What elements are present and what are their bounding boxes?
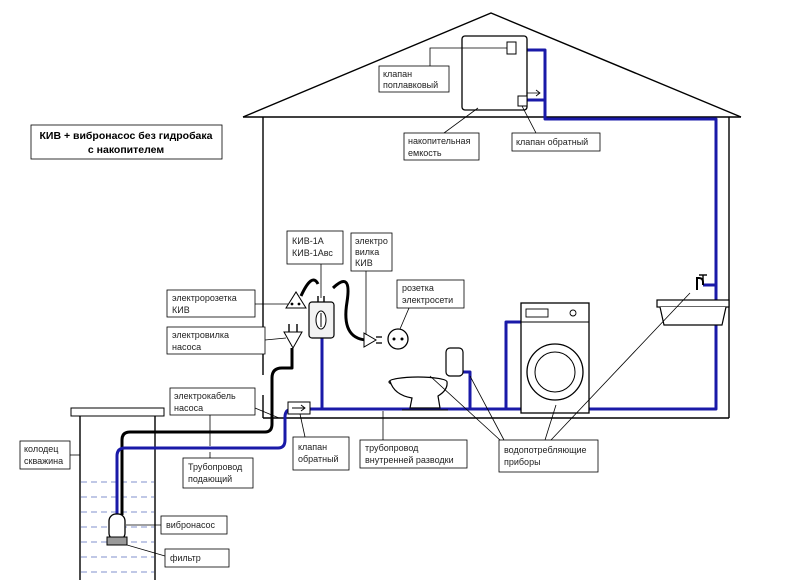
label-internal-pipe: трубопровод внутренней разводки — [359, 439, 468, 469]
label-check-valve-top-1: клапан обратный — [516, 137, 588, 147]
label-pump-cable: электрокабель насоса — [169, 387, 256, 416]
label-kiv-model: КИВ-1А КИВ-1Авс — [286, 230, 344, 265]
label-float-valve: клапан поплавковый — [378, 65, 450, 93]
filter-icon — [106, 536, 128, 546]
label-pump-plug-2: насоса — [172, 342, 201, 352]
label-mains-socket: розетка электросети — [396, 279, 465, 309]
heater-pipe — [463, 370, 472, 409]
vibration-pump-icon — [108, 513, 126, 541]
label-filter-1: фильтр — [170, 553, 201, 563]
pump-cable — [120, 348, 294, 515]
label-pump-plug: электровилка насоса — [166, 326, 266, 355]
check-valve-icon — [517, 95, 528, 107]
label-consumers-1: водопотребляющие — [504, 445, 587, 455]
diagram-title: КИВ + вибронасос без гидробака с накопит… — [30, 124, 223, 160]
label-check-valve-bottom-1: клапан — [298, 442, 327, 452]
label-pump-cable-2: насоса — [174, 403, 203, 413]
title-line-1: КИВ + вибронасос без гидробака — [40, 130, 213, 142]
float-valve-icon — [506, 41, 517, 55]
label-well-2: скважина — [24, 456, 63, 466]
label-kiv-model-2: КИВ-1Авс — [292, 248, 333, 258]
label-well: колодец скважина — [19, 440, 71, 470]
label-filter: фильтр — [164, 548, 230, 568]
label-internal-pipe-2: внутренней разводки — [365, 455, 454, 465]
label-consumers-2: приборы — [504, 457, 541, 467]
storage-tank-icon — [461, 35, 541, 111]
label-kiv-plug-2: вилка — [355, 247, 379, 257]
label-check-valve-bottom: клапан обратный — [292, 436, 350, 471]
label-kiv-plug: электро вилка КИВ — [350, 232, 393, 272]
roof — [242, 12, 742, 118]
label-internal-pipe-1: трубопровод — [365, 443, 419, 453]
well — [70, 407, 165, 580]
label-consumers: водопотребляющие приборы — [498, 439, 599, 473]
socket-icon — [285, 291, 307, 309]
toilet-icon — [388, 376, 448, 411]
sink-icon — [656, 274, 730, 326]
label-mains-socket-2: электросети — [402, 295, 453, 305]
label-kiv-socket-2: КИВ — [172, 305, 190, 315]
house-structure — [242, 12, 742, 419]
washing-machine-icon — [520, 302, 590, 414]
label-kiv-plug-3: КИВ — [355, 258, 373, 268]
label-kiv-plug-1: электро — [355, 236, 388, 246]
label-vibro-pump-1: вибронасос — [166, 520, 216, 530]
socket-cable — [299, 278, 320, 297]
kiv-relay-icon — [308, 296, 335, 339]
label-storage-tank-2: емкость — [408, 148, 442, 158]
label-supply-pipe: Трубопровод подающий — [182, 457, 254, 489]
faucet-icon — [696, 274, 707, 290]
label-vibro-pump: вибронасос — [160, 515, 228, 535]
check-valve-icon — [287, 401, 311, 415]
label-supply-pipe-1: Трубопровод — [188, 462, 243, 472]
plug-icon — [283, 324, 303, 350]
label-pump-cable-1: электрокабель — [174, 391, 236, 401]
well-cap — [70, 407, 165, 417]
label-kiv-model-1: КИВ-1А — [292, 236, 324, 246]
label-check-valve-bottom-2: обратный — [298, 454, 339, 464]
label-mains-socket-1: розетка — [402, 283, 434, 293]
label-kiv-socket-1: электророзетка — [172, 293, 237, 303]
label-well-1: колодец — [24, 444, 58, 454]
kiv-plug-icon — [363, 332, 382, 348]
label-pump-plug-1: электровилка — [172, 330, 229, 340]
label-kiv-socket: электророзетка КИВ — [166, 289, 256, 318]
kiv-cable — [331, 280, 367, 342]
label-supply-pipe-2: подающий — [188, 474, 232, 484]
label-storage-tank-1: накопительная — [408, 136, 471, 146]
washer-pipe — [504, 320, 522, 409]
label-storage-tank: накопительная емкость — [403, 132, 480, 161]
water-heater-icon — [445, 347, 464, 377]
label-float-valve-1: клапан — [383, 69, 412, 79]
title-line-2: с накопителем — [88, 144, 164, 156]
arrow-icon — [527, 89, 541, 97]
leader-lines — [70, 47, 691, 557]
mains-socket-icon — [387, 328, 409, 350]
label-check-valve-top: клапан обратный — [511, 132, 601, 152]
label-float-valve-2: поплавковый — [383, 80, 438, 90]
